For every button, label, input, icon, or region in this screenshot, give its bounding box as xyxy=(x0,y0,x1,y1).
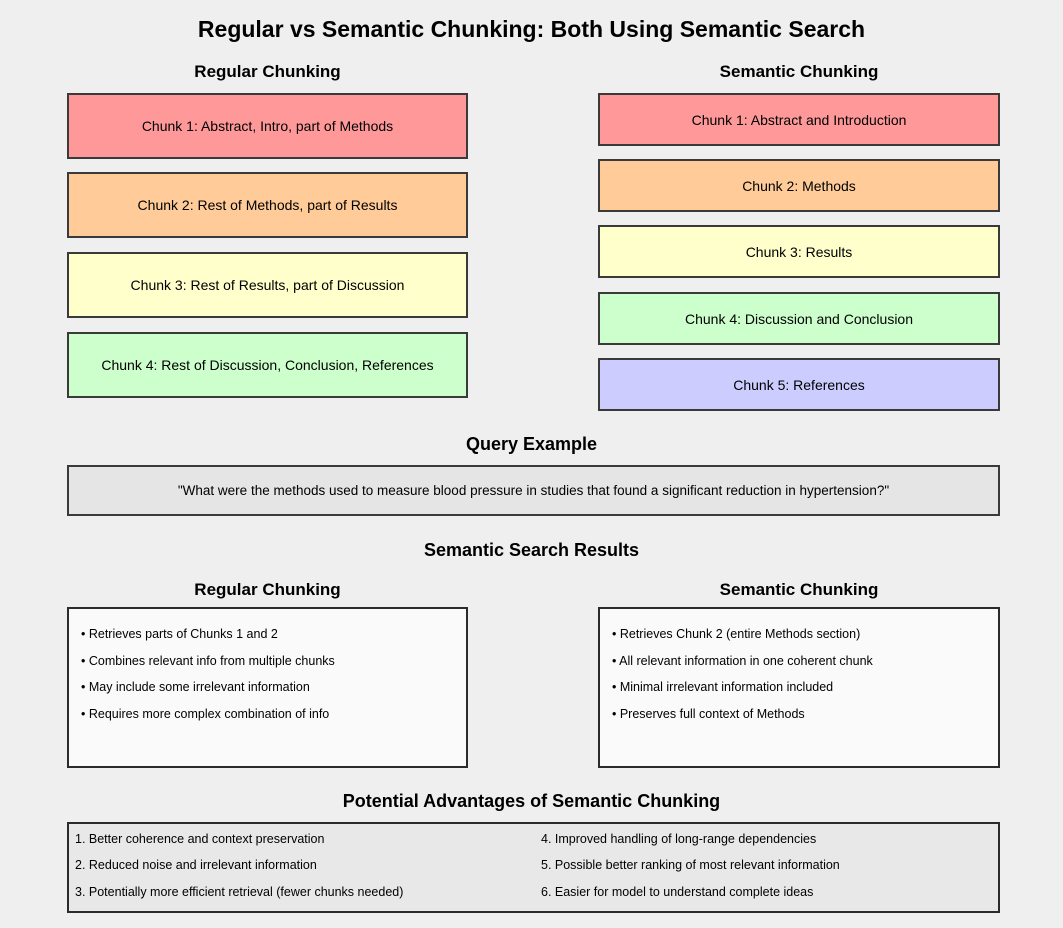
regular-chunk-1[interactable]: Chunk 1: Abstract, Intro, part of Method… xyxy=(67,93,468,159)
semantic-chunk-2[interactable]: Chunk 2: Methods xyxy=(598,159,1000,212)
search-results-title: Semantic Search Results xyxy=(423,540,640,560)
semantic-chunk-3[interactable]: Chunk 3: Results xyxy=(598,225,1000,278)
semantic-chunking-header: Semantic Chunking xyxy=(719,62,879,81)
regular-chunk-4-label: Chunk 4: Rest of Discussion, Conclusion,… xyxy=(101,357,434,373)
regular-chunk-3-label: Chunk 3: Rest of Results, part of Discus… xyxy=(130,277,405,293)
semantic-chunk-2-label: Chunk 2: Methods xyxy=(742,177,856,194)
result-item: • May include some irrelevant informatio… xyxy=(81,680,310,694)
advantage-item-3: 3. Potentially more efficient retrieval … xyxy=(75,885,404,899)
result-item: • Combines relevant info from multiple c… xyxy=(81,653,335,668)
result-item: • Retrieves parts of Chunks 1 and 2 xyxy=(81,627,278,641)
regular-chunk-1-label: Chunk 1: Abstract, Intro, part of Method… xyxy=(141,118,394,134)
page-title: Regular vs Semantic Chunking: Both Using… xyxy=(197,16,866,42)
semantic-chunk-5[interactable]: Chunk 5: References xyxy=(598,358,1000,411)
semantic-chunk-4[interactable]: Chunk 4: Discussion and Conclusion xyxy=(598,292,1000,345)
results-semantic-box: • Retrieves Chunk 2 (entire Methods sect… xyxy=(598,607,1000,768)
semantic-chunk-3-label: Chunk 3: Results xyxy=(745,243,853,260)
result-item: • Retrieves Chunk 2 (entire Methods sect… xyxy=(612,627,861,641)
regular-chunk-4[interactable]: Chunk 4: Rest of Discussion, Conclusion,… xyxy=(67,332,468,398)
advantages-title: Potential Advantages of Semantic Chunkin… xyxy=(342,791,721,811)
results-semantic-chunking-header: Semantic Chunking xyxy=(719,580,879,599)
semantic-chunk-1[interactable]: Chunk 1: Abstract and Introduction xyxy=(598,93,1000,146)
regular-chunk-3[interactable]: Chunk 3: Rest of Results, part of Discus… xyxy=(67,252,468,318)
advantage-item-5: 5. Possible better ranking of most relev… xyxy=(541,858,840,872)
semantic-chunk-1-label: Chunk 1: Abstract and Introduction xyxy=(691,111,907,128)
advantage-item-2: 2. Reduced noise and irrelevant informat… xyxy=(75,858,317,872)
semantic-chunk-4-label: Chunk 4: Discussion and Conclusion xyxy=(684,310,913,327)
advantage-item-4: 4. Improved handling of long-range depen… xyxy=(541,832,817,846)
results-regular-box: • Retrieves parts of Chunks 1 and 2 • Co… xyxy=(67,607,468,768)
result-item: • Preserves full context of Methods xyxy=(612,706,805,721)
regular-chunk-2-label: Chunk 2: Rest of Methods, part of Result… xyxy=(137,197,398,213)
advantage-item-6: 6. Easier for model to understand comple… xyxy=(541,885,814,899)
result-item: • Requires more complex combination of i… xyxy=(81,706,330,721)
regular-chunk-2[interactable]: Chunk 2: Rest of Methods, part of Result… xyxy=(67,172,468,238)
query-example-text: "What were the methods used to measure b… xyxy=(177,483,890,498)
results-regular-chunking-header: Regular Chunking xyxy=(194,580,341,599)
advantages-box xyxy=(67,822,1000,913)
semantic-chunk-5-label: Chunk 5: References xyxy=(733,376,865,393)
result-item: • All relevant information in one cohere… xyxy=(612,653,873,668)
regular-chunking-header: Regular Chunking xyxy=(194,62,341,81)
advantage-item-1: 1. Better coherence and context preserva… xyxy=(75,832,325,846)
query-example-title: Query Example xyxy=(465,434,598,454)
query-example-box[interactable]: "What were the methods used to measure b… xyxy=(67,465,1000,516)
result-item: • Minimal irrelevant information include… xyxy=(612,680,834,694)
